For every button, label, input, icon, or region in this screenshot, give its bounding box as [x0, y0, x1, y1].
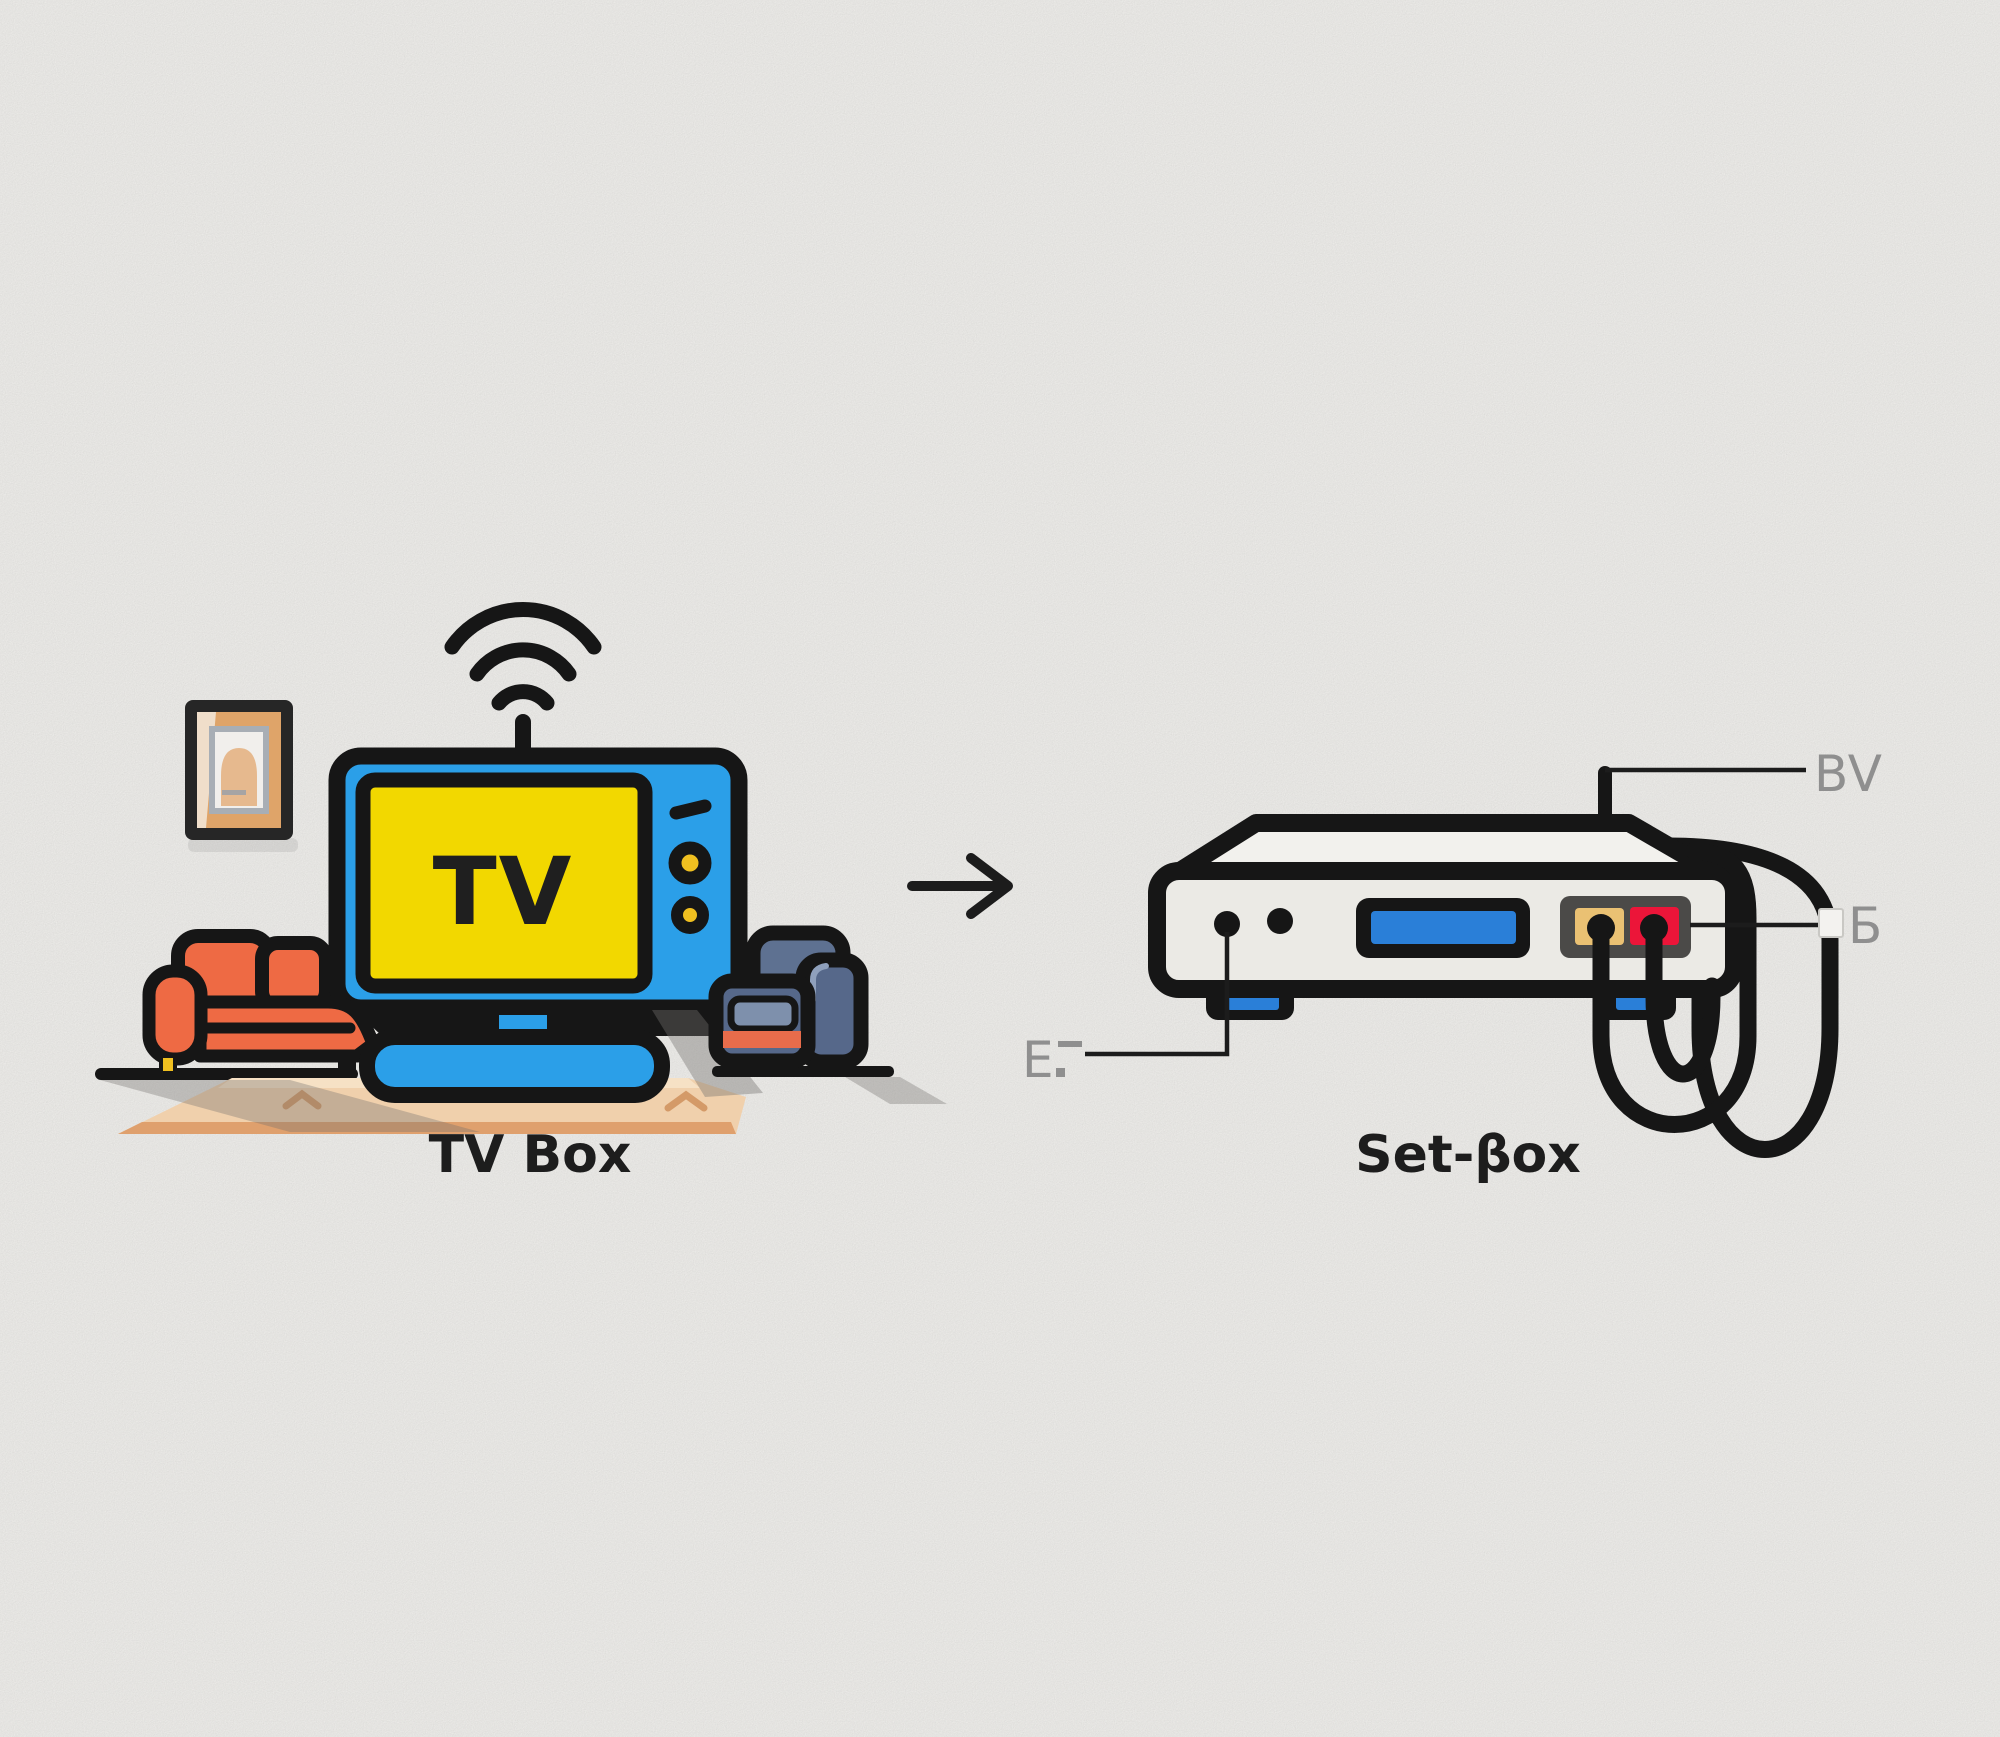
device-display-screen — [1371, 911, 1516, 944]
tv-stand-base — [359, 1029, 670, 1103]
cable-red-plug-loop — [1645, 929, 1721, 1083]
set-top-box-device — [1148, 814, 1743, 998]
tv-knob-bottom — [671, 896, 709, 934]
callout-bv: BV — [1605, 745, 1883, 803]
wifi-arc-small — [491, 684, 555, 711]
armchair-leg-2 — [768, 1060, 792, 1073]
picture-frame — [185, 700, 298, 852]
arrow-head — [966, 853, 1013, 919]
tv-icon: TV — [328, 747, 748, 1036]
armchair — [708, 925, 869, 1073]
frame-art-arch — [221, 748, 257, 806]
tv-screen-label: TV — [433, 838, 574, 947]
rug-chevron-right — [664, 1090, 708, 1112]
sofa-shadow — [100, 1080, 480, 1132]
tv-speaker-dash — [669, 799, 712, 820]
arrow-icon — [907, 853, 1013, 919]
armchair-stripe — [723, 1031, 801, 1048]
callout-bv-label: BV — [1814, 745, 1883, 803]
cable-yellow-plug-loop — [1592, 842, 1757, 1133]
wifi-icon — [444, 602, 602, 761]
wifi-arc-medium — [469, 642, 577, 682]
tv-box-label: TV Box — [429, 1125, 632, 1185]
sofa-seat-overlap — [290, 995, 380, 1063]
living-room-scene: TV TV — [95, 602, 947, 1185]
sofa-armrest — [142, 964, 208, 1066]
callout-e-dot — [1056, 1068, 1065, 1077]
callout-b: Б — [1690, 897, 1883, 955]
cable-connector-tag — [1818, 908, 1844, 938]
callout-e-dash — [1058, 1041, 1082, 1047]
set-top-box-scene: BV Б E Set-βox — [1022, 745, 1883, 1185]
armchair-cushion-panel — [727, 995, 799, 1033]
callout-e-label: E — [1022, 1031, 1055, 1089]
rug-edge-stripe — [118, 1122, 736, 1134]
callout-b-label: Б — [1848, 897, 1883, 955]
tv-knob-top — [668, 841, 712, 885]
armchair-leg-1 — [737, 1060, 760, 1073]
tv-screen — [355, 772, 653, 994]
set-box-label: Set-βox — [1355, 1125, 1581, 1185]
armchair-leg-3 — [809, 1060, 834, 1073]
tv-stand — [359, 1015, 670, 1103]
armchair-arm-highlight — [810, 963, 829, 1003]
device-button-dot-1 — [1214, 911, 1240, 937]
wifi-arc-large — [444, 602, 602, 655]
frame-shadow — [188, 838, 298, 852]
armchair-shadow — [845, 1077, 947, 1104]
callout-e: E — [1022, 932, 1230, 1089]
device-button-dot-2 — [1267, 908, 1293, 934]
callout-e-line — [1085, 932, 1230, 1057]
frame-art-line — [222, 790, 246, 795]
sofa-leg-accent — [163, 1058, 173, 1071]
rug-chevron-left — [282, 1089, 322, 1110]
